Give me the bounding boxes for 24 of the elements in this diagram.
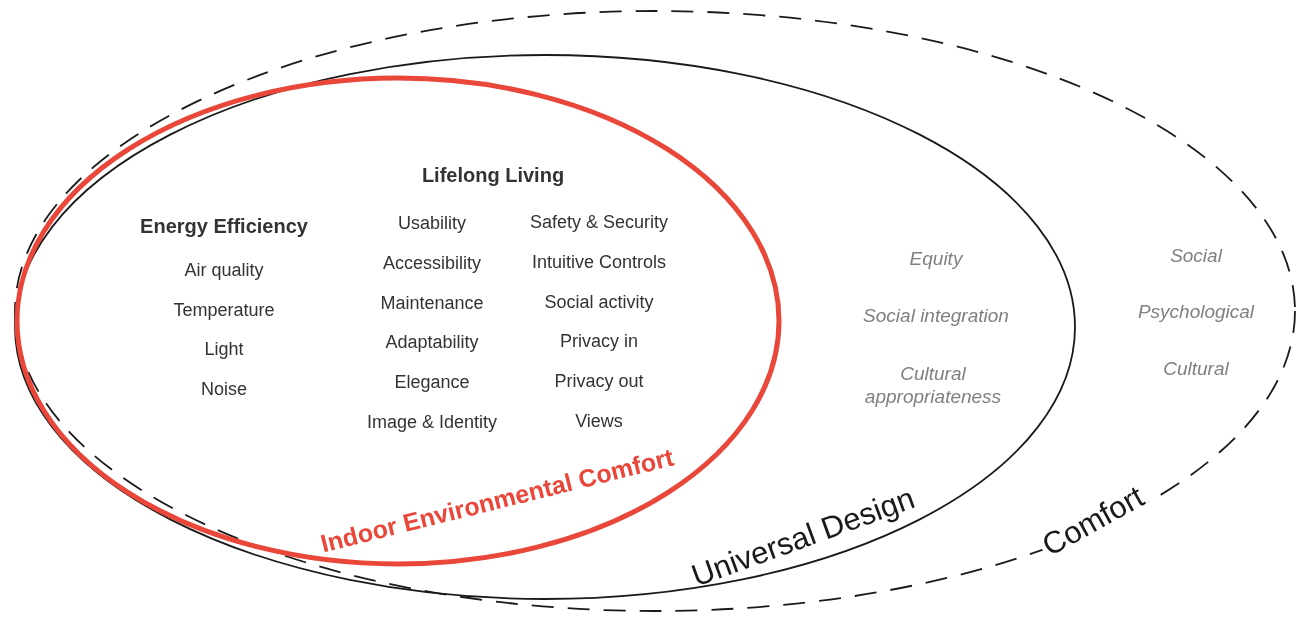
list-item: Adaptability xyxy=(385,332,479,354)
list-item: Air quality xyxy=(184,260,264,282)
factor-label: Social xyxy=(1170,244,1222,268)
list-item: Social activity xyxy=(544,292,654,314)
factor-label: Psychological xyxy=(1137,300,1255,324)
factor-label: Social integration xyxy=(863,304,1009,328)
list-item: Maintenance xyxy=(380,293,484,315)
list-item: Privacy in xyxy=(560,331,638,353)
list-item: Views xyxy=(575,411,623,433)
factor-label: Cultural xyxy=(1163,357,1229,381)
list-item: Temperature xyxy=(173,300,275,322)
list-item: Safety & Security xyxy=(529,212,669,234)
list-item: Light xyxy=(204,339,244,361)
factor-label: Equity xyxy=(909,247,963,271)
list-item: Image & Identity xyxy=(366,412,498,434)
factor-label: Cultural appropriateness xyxy=(863,363,1003,409)
list-item: Elegance xyxy=(394,372,470,394)
list-item: Usability xyxy=(398,213,466,235)
group-heading: Lifelong Living xyxy=(421,163,565,187)
list-item: Privacy out xyxy=(554,371,644,393)
list-item: Intuitive Controls xyxy=(531,252,667,274)
list-item: Accessibility xyxy=(383,253,481,275)
list-item: Noise xyxy=(201,379,247,401)
group-heading: Energy Efficiency xyxy=(140,214,308,238)
